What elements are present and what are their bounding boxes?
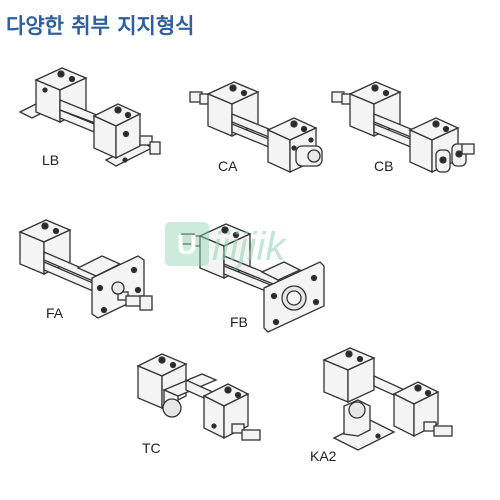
mount-code-label: FA [46, 305, 64, 321]
pivot-bracket-cylinder-icon [322, 347, 453, 451]
mount-code-label: TC [142, 440, 161, 456]
mount-code-label: CA [218, 158, 238, 174]
mount-code-label: CB [374, 158, 394, 174]
mount-code-label: FB [230, 314, 248, 330]
watermark-logo-letter: U [177, 229, 197, 260]
mount-code-label: LB [42, 152, 60, 168]
mount-code-label: KA2 [310, 448, 337, 464]
rod-flange-cylinder-icon [18, 219, 153, 319]
foot-mount-cylinder-icon [18, 67, 161, 167]
watermark-text: iiijiik [212, 225, 286, 269]
page-title: 다양한 취부 지지형식 [6, 14, 195, 38]
head-flange-cylinder-icon [181, 223, 325, 333]
single-clevis-cylinder-icon [189, 81, 323, 174]
watermark-logo-icon: U [165, 222, 209, 266]
double-clevis-cylinder-icon [331, 81, 475, 174]
trunnion-cylinder-icon [136, 353, 261, 441]
